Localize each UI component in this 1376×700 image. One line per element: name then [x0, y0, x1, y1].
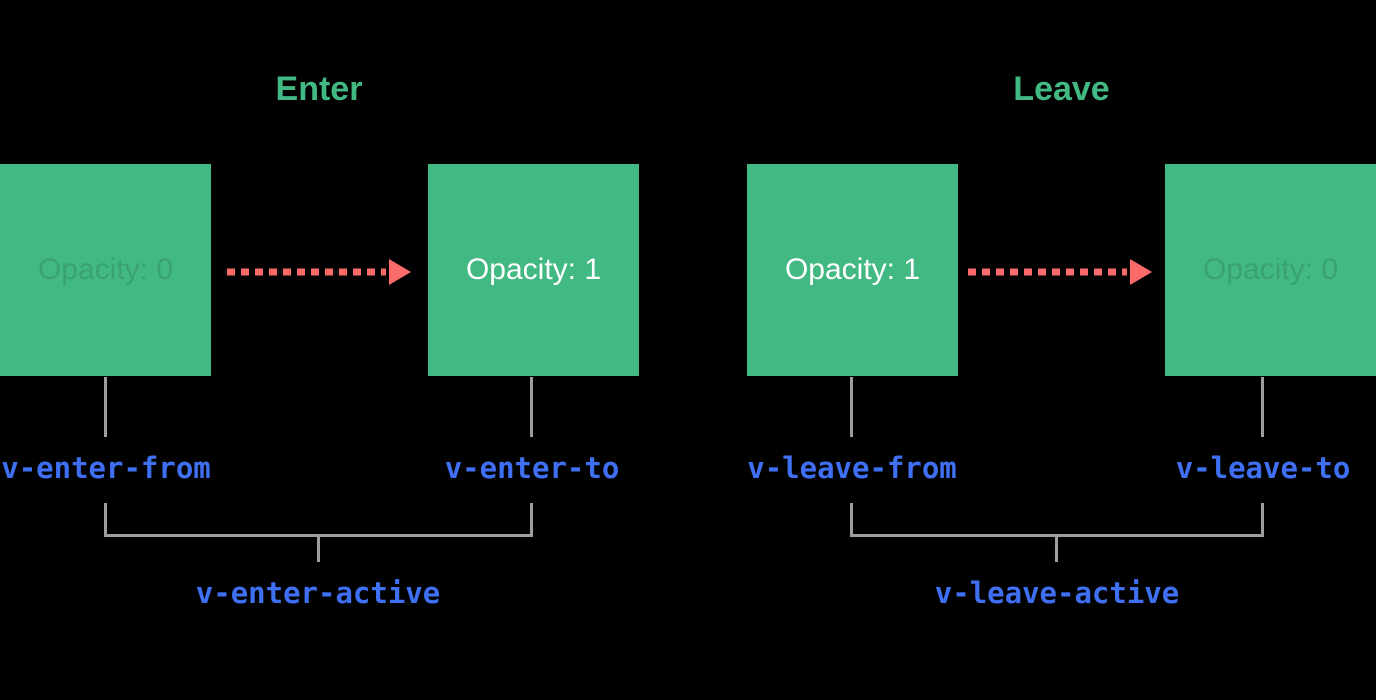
- enter-active-class-label: v-enter-active: [195, 576, 441, 610]
- enter-active-bracket: [104, 503, 533, 537]
- enter-to-state-box: Opacity: 1: [428, 164, 639, 376]
- enter-to-connector-line: [530, 377, 533, 437]
- enter-active-bracket-tick: [317, 537, 320, 562]
- leave-from-opacity-label: Opacity: 1: [784, 253, 921, 286]
- enter-from-state-box: Opacity: 0: [0, 164, 211, 376]
- enter-to-class-label: v-enter-to: [444, 451, 620, 485]
- enter-to-opacity-label: Opacity: 1: [465, 253, 602, 286]
- enter-from-opacity-label: Opacity: 0: [37, 253, 174, 286]
- leave-to-state-box: Opacity: 0: [1165, 164, 1376, 376]
- leave-active-bracket-tick: [1055, 537, 1058, 562]
- leave-section-title: Leave: [1013, 70, 1110, 108]
- leave-from-connector-line: [850, 377, 853, 437]
- enter-from-connector-line: [104, 377, 107, 437]
- enter-transition-dashed-arrow-right-icon: [227, 259, 411, 285]
- leave-active-bracket: [850, 503, 1264, 537]
- leave-to-class-label: v-leave-to: [1175, 451, 1351, 485]
- leave-from-class-label: v-leave-from: [747, 451, 957, 485]
- leave-transition-dashed-arrow-right-icon: [968, 259, 1152, 285]
- leave-active-class-label: v-leave-active: [934, 576, 1180, 610]
- enter-from-class-label: v-enter-from: [1, 451, 211, 485]
- enter-section-title: Enter: [275, 70, 363, 108]
- leave-to-connector-line: [1261, 377, 1264, 437]
- leave-to-opacity-label: Opacity: 0: [1202, 253, 1339, 286]
- leave-from-state-box: Opacity: 1: [747, 164, 958, 376]
